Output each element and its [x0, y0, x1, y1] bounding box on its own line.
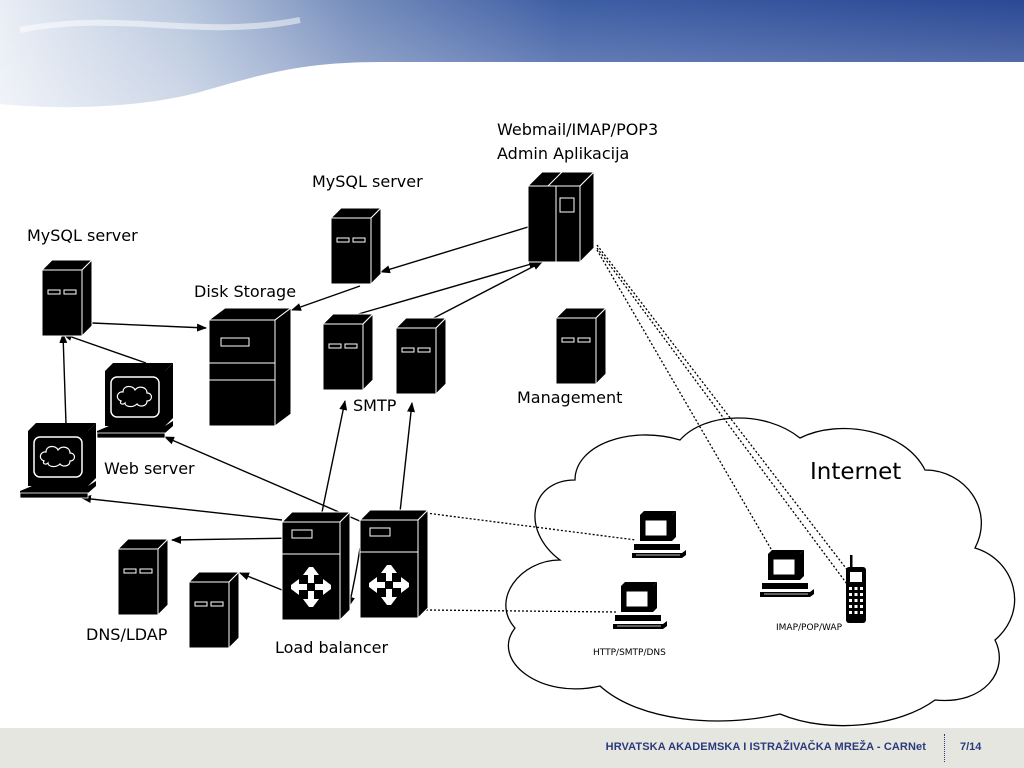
label-webmail-line1: Webmail/IMAP/POP3 — [497, 120, 658, 139]
webmail-server — [526, 170, 596, 264]
dotted-links — [425, 244, 856, 613]
label-mysql-top: MySQL server — [312, 172, 423, 191]
label-mysql-left: MySQL server — [27, 226, 138, 245]
footer-bar: HRVATSKA AKADEMSKA I ISTRAŽIVAČKA MREŽA … — [0, 728, 1024, 768]
disk-storage — [207, 307, 293, 427]
label-internet: Internet — [810, 459, 901, 485]
label-imap-clients: IMAP/POP/WAP — [776, 623, 843, 633]
page-number: 7/14 — [960, 741, 982, 753]
label-load-balancer: Load balancer — [275, 638, 388, 657]
load-balancer-2 — [358, 508, 430, 620]
header-banner — [0, 0, 1024, 108]
label-web-server: Web server — [104, 459, 195, 478]
label-management: Management — [517, 388, 622, 407]
label-http-clients: HTTP/SMTP/DNS — [593, 648, 666, 658]
dns-ldap-server-2 — [188, 571, 240, 649]
label-webmail-line2: Admin Aplikacija — [497, 144, 629, 163]
management-server — [555, 307, 607, 385]
mysql-server-top — [330, 207, 382, 285]
label-smtp: SMTP — [353, 396, 397, 415]
mysql-server-left — [41, 259, 93, 337]
smtp-server-1 — [322, 313, 374, 391]
web-server-workstation-1 — [96, 362, 174, 439]
web-server-workstation-2 — [19, 422, 97, 499]
mobile-phone-icon — [846, 555, 866, 623]
load-balancer-1 — [280, 510, 352, 622]
dns-ldap-server-1 — [117, 538, 169, 616]
footer-divider — [944, 734, 945, 762]
internet-cloud — [505, 417, 1016, 727]
smtp-server-2 — [395, 317, 447, 395]
label-dns-ldap: DNS/LDAP — [86, 625, 168, 644]
footer-organization: HRVATSKA AKADEMSKA I ISTRAŽIVAČKA MREŽA … — [605, 741, 926, 753]
arrows — [59, 226, 543, 607]
label-disk-storage: Disk Storage — [194, 282, 296, 301]
